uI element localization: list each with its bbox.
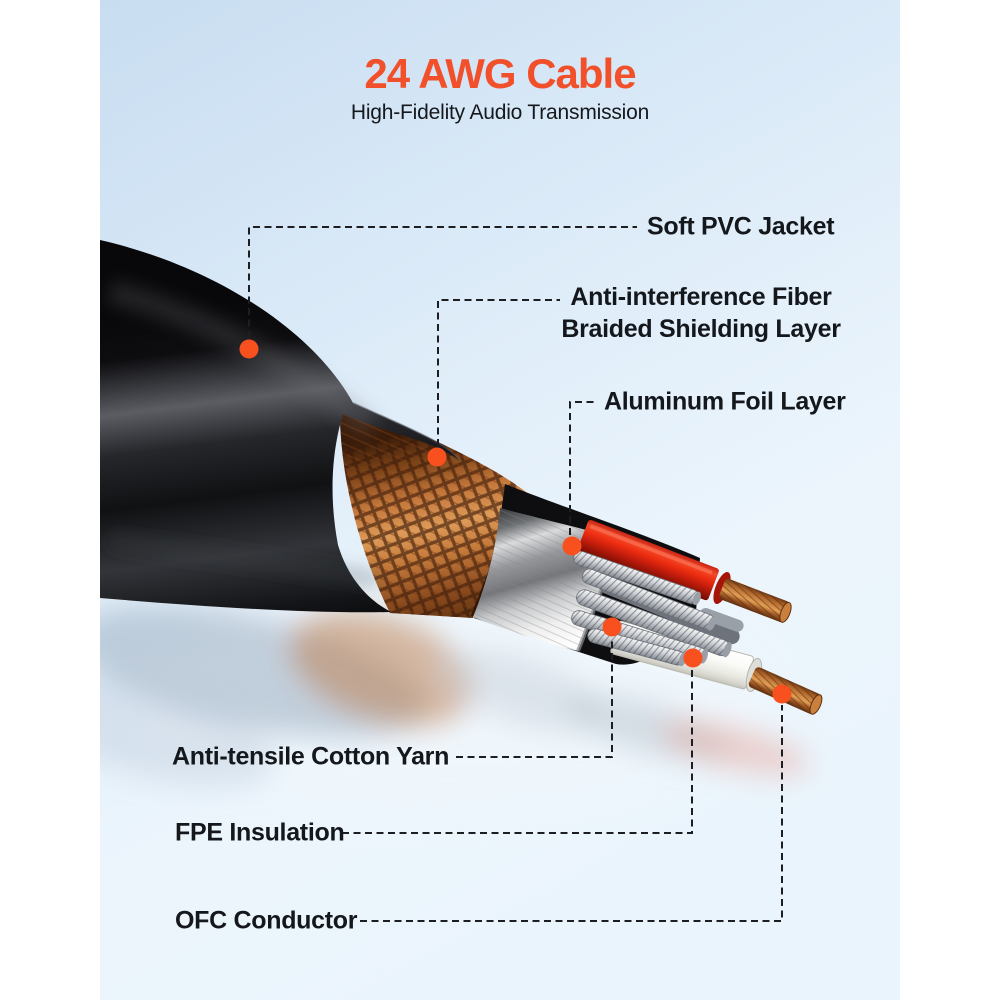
- label-fiber-braided-shielding: Anti-interference Fiber Braided Shieldin…: [545, 281, 857, 345]
- label-anti-tensile-cotton-yarn: Anti-tensile Cotton Yarn: [172, 742, 450, 771]
- cotton-yarn: [571, 550, 744, 667]
- leader-aluminum-foil: [569, 401, 598, 535]
- label-soft-pvc-jacket: Soft PVC Jacket: [647, 212, 835, 241]
- leader-lines: [248, 226, 783, 922]
- label-aluminum-foil-layer: Aluminum Foil Layer: [604, 387, 846, 416]
- label-ofc-conductor: OFC Conductor: [175, 906, 358, 935]
- callout-dots: [239, 339, 792, 704]
- leader-soft-pvc-jacket: [248, 226, 637, 338]
- dot-fiber-braid: [427, 447, 447, 467]
- leader-fiber-braid: [437, 299, 560, 446]
- leader-fpe-insulation: [342, 669, 693, 834]
- dot-aluminum-foil: [562, 536, 582, 556]
- page-title: 24 AWG Cable: [364, 50, 636, 97]
- label-fpe-insulation: FPE Insulation: [175, 818, 345, 847]
- dot-fpe-insulation: [683, 648, 703, 668]
- dot-cotton-yarn: [602, 617, 622, 637]
- leader-cotton-yarn: [456, 638, 613, 758]
- dot-ofc-conductor: [772, 684, 792, 704]
- label-fiber-line2: Braided Shielding Layer: [561, 315, 841, 343]
- page-subtitle: High-Fidelity Audio Transmission: [350, 101, 650, 124]
- dot-soft-pvc-jacket: [239, 339, 259, 359]
- leader-ofc-conductor: [360, 705, 783, 922]
- label-fiber-line1: Anti-interference Fiber: [570, 283, 832, 311]
- red-wire: [577, 519, 792, 623]
